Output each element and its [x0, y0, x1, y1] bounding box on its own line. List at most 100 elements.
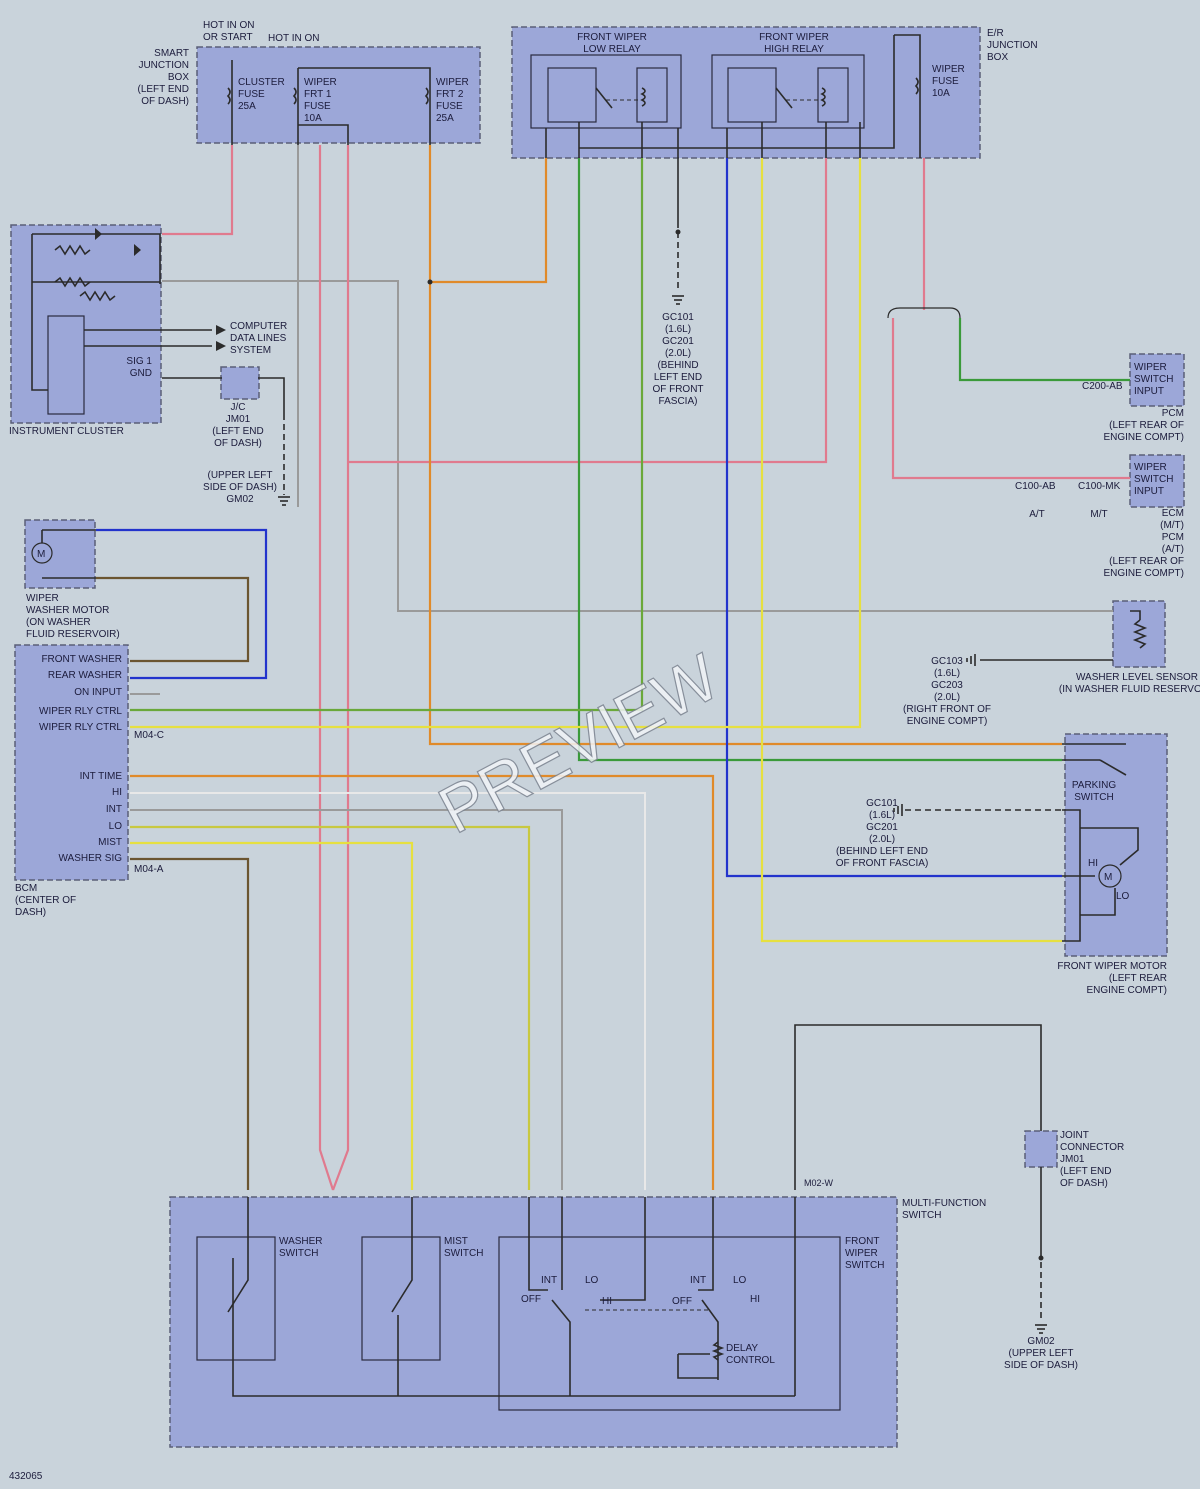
bcm-conn-c-label: M04-C — [134, 730, 164, 741]
bcm-pin-label-0: FRONT WASHER — [41, 654, 122, 665]
ground-icon-gc101-mid — [893, 804, 903, 816]
bcm-pin-label-2: ON INPUT — [74, 687, 122, 698]
wire-org-int-time — [130, 774, 715, 1190]
svg-text:M: M — [37, 549, 45, 560]
er-junction-box — [511, 26, 981, 159]
front-wiper-motor-box — [1064, 733, 1168, 957]
mfs-int-label: INT — [541, 1275, 557, 1286]
ecm-mt-label: M/T — [1090, 509, 1107, 520]
ecm-switch-input-box — [1129, 454, 1185, 508]
washer-level-sensor-icon — [1132, 619, 1148, 649]
jc-jm01-box — [220, 366, 260, 400]
bcm-pin-b-label-0: INT TIME — [80, 771, 123, 782]
multi-function-switch-box — [169, 1196, 898, 1448]
ground-icon-gc103 — [966, 654, 976, 666]
mfs-int2-label: INT — [690, 1275, 706, 1286]
washer-level-sensor-label: WASHER LEVEL SENSOR(IN WASHER FLUID RESE… — [1059, 672, 1200, 695]
ground-icon-gm02-upper — [278, 496, 290, 506]
diagram-id-label: 432065 — [9, 1471, 43, 1482]
ground-icon-gc101-top — [672, 295, 684, 305]
smart-junction-box — [196, 46, 481, 144]
ecm-at-label: A/T — [1029, 509, 1045, 520]
mfs-off2-label: OFF — [672, 1296, 692, 1307]
bcm-pin-b-label-3: LO — [109, 821, 123, 832]
joint-connector-box — [1024, 1130, 1058, 1168]
bcm-pin-label-3: WIPER RLY CTRL — [39, 706, 122, 717]
high-relay-frame — [711, 54, 865, 129]
motor-hi-label: HI — [1088, 858, 1098, 869]
mist-switch-frame — [361, 1236, 441, 1361]
wire-pnk-20 — [348, 158, 828, 464]
low-relay-frame — [530, 54, 682, 129]
wire-gry-26 — [162, 280, 1113, 612]
wire-pnk-ecm — [891, 318, 1130, 480]
instrument-cluster-box — [10, 224, 162, 424]
mfs-hi2-label: HI — [750, 1294, 760, 1305]
wire-org-36 — [428, 145, 548, 284]
wire-gry-int — [130, 809, 563, 1190]
hot-on-label: HOT IN ON — [268, 33, 319, 44]
mfs-conn-label: M02-W — [804, 1178, 834, 1188]
pcm-conn-label: C200-AB — [1082, 381, 1123, 392]
wire-pnk-39 — [162, 145, 234, 236]
bcm-pin-b-label-2: INT — [106, 804, 122, 815]
ccan-transceiver-box — [47, 315, 85, 415]
wire-grnorg-15 — [130, 158, 644, 712]
wire-pnk-ipf — [331, 145, 350, 1191]
instrument-cluster-label: INSTRUMENT CLUSTER — [9, 426, 124, 437]
bcm-box — [14, 644, 129, 881]
mfs-hi-label: HI — [602, 1296, 612, 1307]
wire-blu-11 — [725, 158, 1062, 878]
wire-yelblk-lo — [130, 825, 531, 1190]
motor-m-label: M — [1104, 872, 1112, 883]
wire-grn-10 — [577, 158, 1062, 762]
bcm-pin-label-4: WIPER RLY CTRL — [39, 722, 122, 733]
washer-switch-frame — [196, 1236, 276, 1361]
wire-pnk-13 — [318, 145, 335, 1191]
ecm-conn1-label: C100-AB — [1015, 481, 1056, 492]
wiper-motor-icon — [1098, 864, 1122, 888]
wire-wht-hi — [130, 792, 646, 1190]
wire-yel-2 — [760, 158, 1062, 943]
motor-lo-label: LO — [1116, 891, 1130, 902]
mfs-off-label: OFF — [521, 1294, 541, 1305]
wire-yel-21 — [130, 158, 862, 729]
mfs-lo-label: LO — [585, 1275, 599, 1286]
ecm-conn2-label: C100-MK — [1078, 481, 1121, 492]
wire-brn-washer-sig — [130, 857, 250, 1190]
mfs-lo2-label: LO — [733, 1275, 747, 1286]
bcm-pin-label-1: REAR WASHER — [48, 670, 122, 681]
bcm-pin-b-label-4: MIST — [98, 837, 122, 848]
washer-motor-box — [24, 519, 96, 589]
wire-brn-washer — [96, 576, 250, 663]
front-wiper-switch-frame — [498, 1236, 841, 1411]
